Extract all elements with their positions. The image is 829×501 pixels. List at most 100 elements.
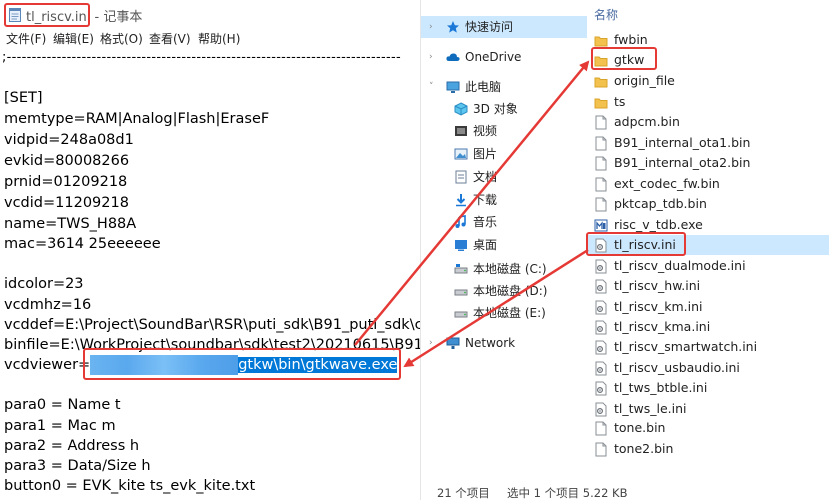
file-icon — [595, 197, 607, 212]
file-row[interactable]: ts — [588, 92, 829, 112]
menu-view[interactable]: 查看(V) — [149, 32, 191, 46]
file-row[interactable]: fwbin — [588, 30, 829, 50]
folder-icon — [594, 98, 608, 109]
vcdviewer-selection[interactable]: gtkw\bin\gtkwave.exe — [90, 355, 398, 375]
config-file-icon — [595, 238, 607, 253]
config-file-icon — [595, 320, 607, 335]
file-row[interactable]: tl_riscv_hw.ini — [588, 276, 829, 296]
nav-videos[interactable]: 视频 — [421, 120, 587, 142]
text-line: idcolor=23 — [4, 276, 84, 292]
menu-edit[interactable]: 编辑(E) — [53, 32, 94, 46]
file-row[interactable]: pktcap_tdb.bin — [588, 194, 829, 214]
nav-pictures[interactable]: 图片 — [421, 143, 587, 165]
nav-label: 本地磁盘 (C:) — [473, 262, 547, 276]
file-name: pktcap_tdb.bin — [614, 196, 707, 211]
cloud-icon — [446, 53, 460, 61]
file-icon — [595, 421, 607, 436]
text-line: prnid=01209218 — [4, 174, 128, 190]
nav-label: 图片 — [473, 147, 498, 161]
nav-label: 3D 对象 — [473, 102, 518, 116]
nav-label: 文档 — [473, 170, 498, 184]
file-name: B91_internal_ota1.bin — [614, 135, 751, 150]
nav-3d-objects[interactable]: 3D 对象 — [421, 98, 587, 120]
file-row[interactable]: tl_riscv_dualmode.ini — [588, 256, 829, 276]
annotation-box-ini-file — [586, 232, 686, 256]
file-name: tl_riscv_kma.ini — [614, 319, 711, 334]
config-file-icon — [595, 259, 607, 274]
text-line: evkid=80008266 — [4, 153, 130, 169]
file-icon — [595, 442, 607, 457]
column-header-name[interactable]: 名称 — [594, 8, 619, 22]
config-file-icon — [595, 381, 607, 396]
file-row[interactable]: tl_tws_btble.ini — [588, 378, 829, 398]
file-row[interactable]: ext_codec_fw.bin — [588, 174, 829, 194]
annotation-box-vcdviewer — [83, 348, 401, 380]
file-row[interactable]: tone2.bin — [588, 439, 829, 459]
file-name: tl_riscv_km.ini — [614, 299, 703, 314]
file-icon — [595, 177, 607, 192]
nav-music[interactable]: 音乐 — [421, 211, 587, 233]
file-row[interactable]: tl_riscv.ini — [588, 235, 829, 255]
cube-icon — [454, 102, 468, 116]
file-row[interactable]: tl_riscv_usbaudio.ini — [588, 358, 829, 378]
file-name: risc_v_tdb.exe — [614, 217, 703, 232]
nav-drive-c[interactable]: 本地磁盘 (C:) — [421, 258, 587, 280]
nav-label: 视频 — [473, 124, 498, 138]
menu-help[interactable]: 帮助(H) — [198, 32, 241, 46]
notepad-icon — [9, 8, 21, 22]
picture-icon — [454, 148, 468, 160]
config-file-icon — [595, 279, 607, 294]
text-line: para2 = Address h — [4, 438, 140, 454]
config-file-icon — [595, 402, 607, 417]
text-line: button0 = EVK_kite ts_evk_kite.txt — [4, 478, 256, 494]
text-line: vidpid=248a08d1 — [4, 132, 134, 148]
file-row[interactable]: tl_riscv_kma.ini — [588, 317, 829, 337]
file-row[interactable]: origin_file — [588, 71, 829, 91]
text-line: para0 = Name t — [4, 397, 121, 413]
folder-icon — [594, 36, 608, 47]
file-row[interactable]: adpcm.bin — [588, 112, 829, 132]
nav-network[interactable]: › Network — [421, 332, 587, 354]
file-row[interactable]: tl_riscv_smartwatch.ini — [588, 337, 829, 357]
text-line: vcdmhz=16 — [4, 297, 92, 313]
menu-file[interactable]: 文件(F) — [6, 32, 47, 46]
video-icon — [455, 126, 467, 136]
file-row[interactable]: tone.bin — [588, 418, 829, 438]
menu-format[interactable]: 格式(O) — [100, 32, 143, 46]
music-icon — [455, 215, 466, 228]
nav-documents[interactable]: 文档 — [421, 166, 587, 188]
vcdviewer-value: gtkw\bin\gtkwave.exe — [238, 357, 398, 373]
file-row[interactable]: B91_internal_ota2.bin — [588, 153, 829, 173]
text-line: memtype=RAM|Analog|Flash|EraseF — [4, 111, 270, 127]
nav-quick-access[interactable]: › 快速访问 — [421, 16, 587, 38]
text-line: [SET] — [4, 90, 43, 106]
nav-desktop[interactable]: 桌面 — [421, 234, 587, 256]
file-name: tl_riscv_dualmode.ini — [614, 258, 746, 273]
nav-this-pc[interactable]: ˅ 此电脑 — [421, 76, 587, 98]
file-row[interactable]: risc_v_tdb.exe — [588, 215, 829, 235]
nav-downloads[interactable]: 下载 — [421, 189, 587, 211]
notepad-titlebar: tl_riscv.ini - 记事本 — [0, 0, 420, 30]
config-file-icon — [595, 300, 607, 315]
file-row[interactable]: B91_internal_ota1.bin — [588, 133, 829, 153]
nav-label: Network — [465, 336, 516, 350]
file-row[interactable]: tl_riscv_km.ini — [588, 297, 829, 317]
file-name: B91_internal_ota2.bin — [614, 155, 751, 170]
nav-drive-e[interactable]: 本地磁盘 (E:) — [421, 302, 587, 324]
folder-icon — [594, 56, 608, 67]
nav-onedrive[interactable]: › OneDrive — [421, 46, 587, 68]
nav-label: OneDrive — [465, 50, 522, 64]
drive-icon — [454, 311, 468, 318]
drive-icon — [454, 289, 468, 296]
status-item-count: 21 个项目 — [437, 486, 490, 500]
annotation-box-title — [4, 3, 90, 27]
nav-drive-d[interactable]: 本地磁盘 (D:) — [421, 280, 587, 302]
blurred-path — [90, 355, 239, 375]
file-row[interactable]: tl_tws_le.ini — [588, 399, 829, 419]
text-line: vcddef=E:\Project\SoundBar\RSR\puti_sdk\… — [4, 317, 420, 333]
executable-icon — [594, 219, 608, 232]
file-name: origin_file — [614, 73, 675, 88]
vcdviewer-line: vcdviewer=gtkw\bin\gtkwave.exe — [4, 355, 398, 375]
file-row[interactable]: gtkw — [588, 50, 829, 70]
explorer-navigation-pane: › 快速访问 › OneDrive ˅ 此电脑 3D 对象 视频 图片 文档 下… — [421, 0, 587, 480]
